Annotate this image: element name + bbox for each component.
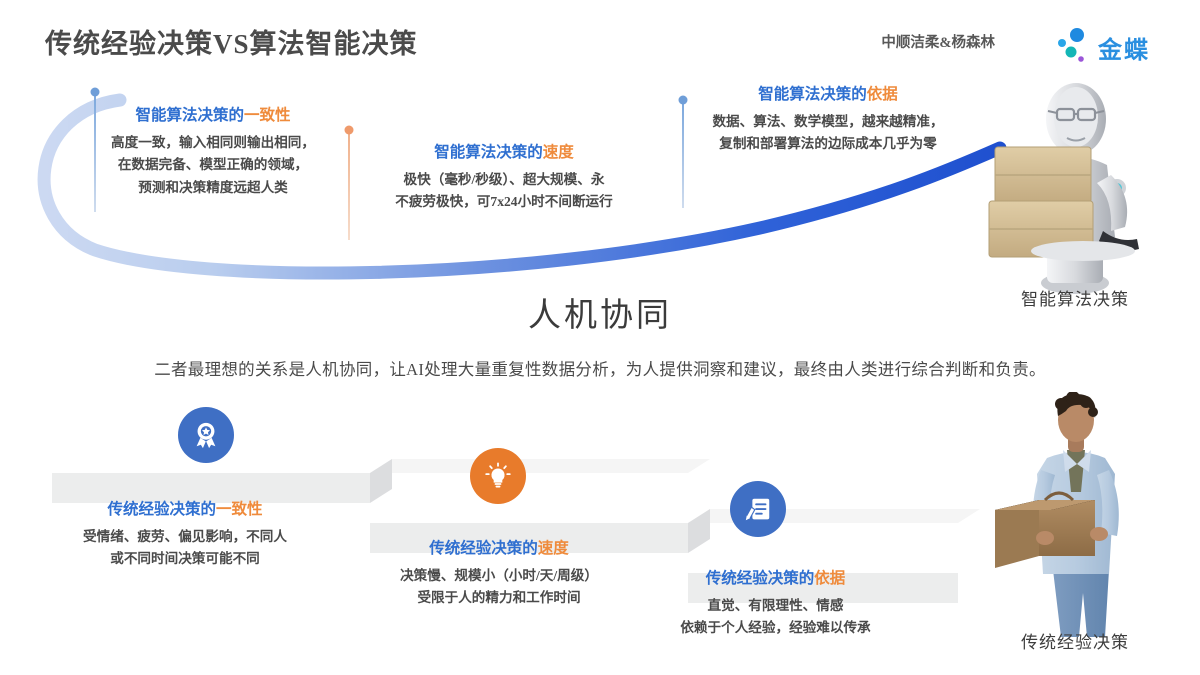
lightbulb-icon: [485, 462, 511, 488]
ai-card-consistency-body: 高度一致，输入相同则输出相同， 在数据完备、模型正确的领域， 预测和决策精度远超…: [111, 135, 315, 195]
traditional-card-consistency-title: 传统经验决策的一致性: [107, 501, 263, 518]
traditional-figure-caption: 传统经验决策: [1021, 633, 1129, 652]
badge-traditional-basis: [730, 481, 786, 537]
connector-stem-ai-1: [90, 87, 100, 212]
note-pencil-icon: [745, 498, 770, 522]
connector-dot-icon: [678, 95, 688, 105]
ai-card-speed-title: 智能算法决策的速度: [434, 144, 574, 161]
ai-performance-curve: [37, 93, 1007, 280]
traditional-card-speed-title: 传统经验决策的速度: [429, 540, 569, 557]
center-headline: 人机协同: [528, 298, 672, 334]
ai-card-basis-title: 智能算法决策的依据: [758, 86, 898, 103]
byline-text: 中顺洁柔&杨森林: [881, 35, 995, 51]
ai-card-basis-body: 数据、算法、数学模型，越来越精准， 复制和部署算法的边际成本几乎为零: [712, 114, 944, 152]
ai-card-consistency-title: 智能算法决策的一致性: [135, 107, 291, 124]
traditional-card-basis: 传统经验决策的依据 直觉、有限理性、情感 依赖于个人经验，经验难以传承: [648, 566, 903, 640]
traditional-card-basis-body: 直觉、有限理性、情感 依赖于个人经验，经验难以传承: [680, 598, 871, 636]
summary-paragraph: 二者最理想的关系是人机协同，让AI处理大量重复性数据分析，为人提供洞察和建议，最…: [154, 360, 1046, 379]
ai-card-speed: 智能算法决策的速度 极快（毫秒/秒级）、超大规模、永 不疲劳极快，可7x24小时…: [374, 140, 634, 214]
brand-name: 金蝶: [1098, 37, 1150, 64]
connector-stem-ai-2: [344, 125, 354, 240]
ai-figure-caption: 智能算法决策: [1021, 290, 1129, 309]
brand-logo: 金蝶: [1002, 24, 1182, 68]
traditional-card-speed-body: 决策慢、规模小（小时/天/周级） 受限于人的精力和工作时间: [400, 568, 598, 606]
page-title: 传统经验决策VS算法智能决策: [45, 29, 418, 59]
connector-dot-icon: [90, 87, 100, 97]
robot-illustration: [988, 83, 1139, 294]
badge-traditional-speed: [470, 448, 526, 504]
ai-card-basis: 智能算法决策的依据 数据、算法、数学模型，越来越精准， 复制和部署算法的边际成本…: [688, 82, 968, 156]
connector-stem-ai-3: [678, 95, 688, 208]
human-illustration: [995, 392, 1119, 637]
ai-card-consistency: 智能算法决策的一致性 高度一致，输入相同则输出相同， 在数据完备、模型正确的领域…: [88, 103, 338, 199]
traditional-card-consistency-body: 受情绪、疲劳、偏见影响，不同人 或不同时间决策可能不同: [83, 529, 287, 567]
traditional-card-basis-title: 传统经验决策的依据: [705, 570, 846, 587]
badge-traditional-consistency: [178, 407, 234, 463]
connector-dot-icon: [344, 125, 354, 135]
award-ribbon-icon: [196, 422, 216, 449]
kingdee-dots-icon: [1058, 28, 1084, 62]
staircase-graphic: [52, 459, 980, 603]
ai-card-speed-body: 极快（毫秒/秒级）、超大规模、永 不疲劳极快，可7x24小时不间断运行: [395, 172, 613, 210]
traditional-card-consistency: 传统经验决策的一致性 受情绪、疲劳、偏见影响，不同人 或不同时间决策可能不同: [60, 497, 310, 571]
traditional-card-speed: 传统经验决策的速度 决策慢、规模小（小时/天/周级） 受限于人的精力和工作时间: [368, 536, 630, 610]
